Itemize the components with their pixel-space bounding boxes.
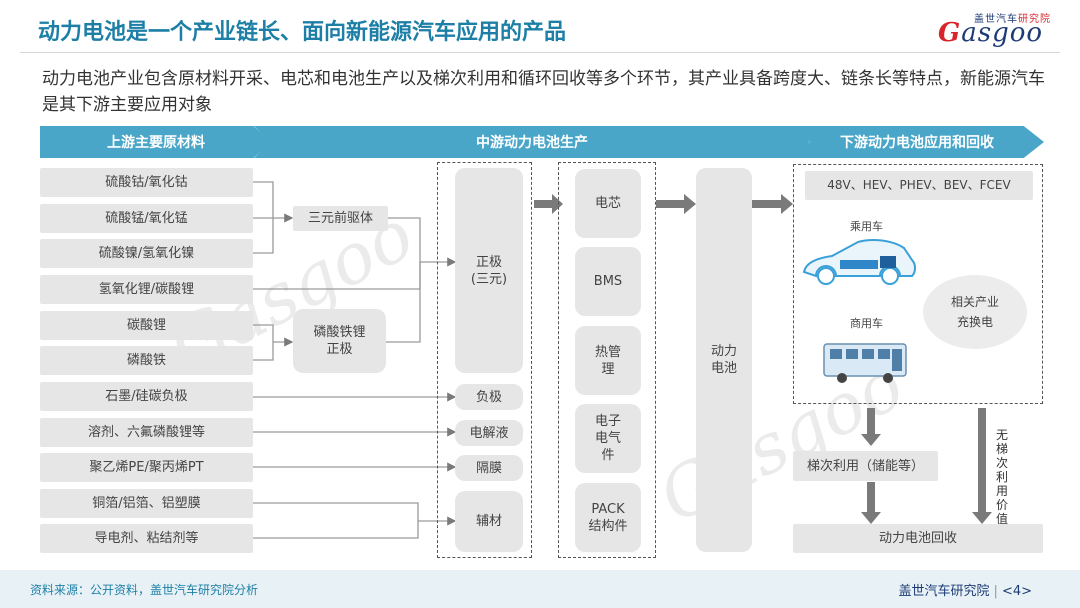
stage-midstream: 中游动力电池生产: [254, 126, 810, 158]
footer-brand-name: 盖世汽车研究院: [898, 584, 990, 599]
electrolyte-box: 电解液: [455, 420, 523, 446]
lfp-cathode-box: 磷酸铁锂 正极: [293, 309, 386, 373]
battery-line1: 动力: [710, 344, 737, 359]
anode-box: 负极: [455, 384, 523, 410]
no-cascade-label: 无梯次利用价值: [995, 428, 1008, 526]
pack-box: PACK结构件: [575, 483, 641, 552]
thermal-box: 热管理: [575, 326, 641, 395]
application-group: [793, 164, 1043, 404]
material-box: 氢氧化锂/碳酸锂: [40, 275, 253, 304]
lfp-line1: 磷酸铁锂: [313, 325, 366, 340]
precursor-box: 三元前驱体: [293, 206, 388, 231]
intro-text: 动力电池产业包含原材料开采、电芯和电池生产以及梯次利用和循环回收等多个环节，其产…: [42, 69, 1045, 115]
swap-line2: 充换电: [956, 315, 993, 329]
auxiliary-box: 辅材: [455, 491, 523, 552]
material-box: 碳酸锂: [40, 311, 253, 340]
material-box: 聚乙烯PE/聚丙烯PT: [40, 453, 253, 482]
passenger-car-label: 乘用车: [850, 220, 883, 233]
logo-g: G: [938, 18, 962, 48]
page-title: 动力电池是一个产业链长、面向新能源汽车应用的产品: [38, 20, 567, 45]
source-note: 资料来源：公开资料，盖世汽车研究院分析: [30, 583, 259, 597]
footer-brand: 盖世汽车研究院|<4>: [899, 580, 1032, 599]
passenger-car-icon: [802, 239, 916, 285]
cathode-line1: 正极: [475, 254, 502, 270]
cascade-box: 梯次利用（储能等）: [793, 451, 938, 481]
material-box: 硫酸锰/氧化锰: [40, 204, 253, 233]
swap-line1: 相关产业: [950, 295, 999, 309]
battery-box: 动力 电池: [696, 168, 752, 552]
cell-box: 电芯: [575, 169, 641, 238]
components-group: [437, 162, 532, 558]
material-box: 导电剂、粘结剂等: [40, 524, 253, 553]
logo-top-red: 研究院: [1018, 14, 1051, 25]
title-divider: [20, 52, 1060, 53]
footer-separator: |: [993, 584, 998, 599]
cell-parts-group: [558, 162, 656, 558]
cathode-box: 正极 (三元): [455, 168, 523, 373]
material-box: 溶剂、六氟磷酸锂等: [40, 418, 253, 447]
lfp-line2: 正极: [326, 342, 353, 357]
vehicle-types-box: 48V、HEV、PHEV、BEV、FCEV: [805, 171, 1033, 200]
material-box: 磷酸铁: [40, 346, 253, 375]
logo-top-text: 盖世汽车: [974, 14, 1018, 25]
bus-icon: [823, 343, 907, 383]
cathode-line2: (三元): [470, 271, 508, 287]
material-box: 硫酸钴/氧化钴: [40, 168, 253, 197]
battery-line2: 电池: [710, 361, 737, 376]
material-box: 铜箔/铝箔、铝塑膜: [40, 489, 253, 518]
electrical-box: 电子电气件: [575, 404, 641, 473]
separator-box: 隔膜: [455, 455, 523, 481]
commercial-vehicle-label: 商用车: [850, 317, 883, 330]
gasgoo-logo: 盖世汽车研究院 Gasgoo: [936, 10, 1054, 48]
page-number: <4>: [1001, 584, 1032, 599]
material-box: 石墨/硅碳负极: [40, 382, 253, 411]
material-box: 硫酸镍/氢氧化镍: [40, 239, 253, 268]
stage-downstream: 下游动力电池应用和回收: [790, 126, 1044, 158]
footer: 资料来源：公开资料，盖世汽车研究院分析 盖世汽车研究院|<4>: [0, 570, 1080, 608]
recycling-box: 动力电池回收: [793, 524, 1043, 553]
logo-wordmark: asgoo: [961, 18, 1044, 48]
charging-swap-circle: 相关产业 充换电: [923, 275, 1027, 349]
stage-upstream: 上游主要原材料: [40, 126, 272, 158]
bms-box: BMS: [575, 247, 641, 316]
